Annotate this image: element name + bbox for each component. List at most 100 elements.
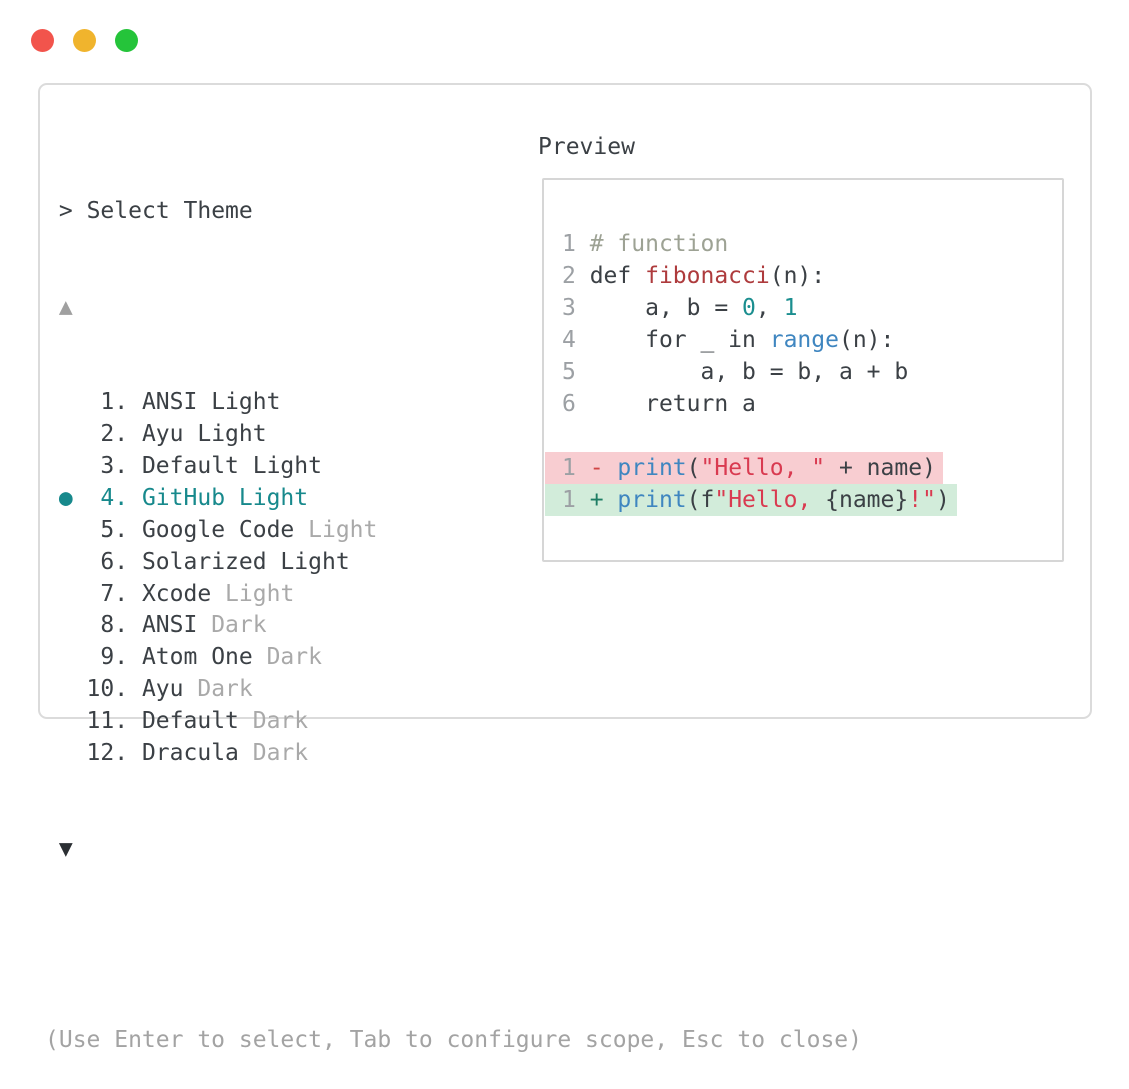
token-func: fibonacci — [645, 263, 770, 289]
theme-variant: Dark — [238, 708, 309, 735]
theme-variant: Light — [183, 421, 267, 448]
theme-name: Xcode — [141, 580, 212, 607]
token-fg: , — [755, 295, 784, 321]
bullet-slot — [45, 421, 73, 447]
item-number: 7. — [72, 580, 142, 607]
theme-variant: Dark — [183, 676, 253, 703]
theme-name: Ayu — [141, 676, 184, 703]
token-blue: print — [617, 455, 687, 481]
theme-list-item[interactable]: 1. ANSI Light — [45, 387, 862, 419]
theme-variant: Light — [225, 484, 309, 511]
token-blue: range — [769, 327, 839, 353]
token-ln: 5 — [562, 359, 590, 385]
item-number: 3. — [72, 453, 142, 479]
bullet-slot — [45, 612, 73, 638]
theme-list-item[interactable]: 7. Xcode Light — [45, 579, 862, 611]
theme-variant: Light — [294, 516, 378, 543]
item-number: 2. — [72, 421, 142, 448]
maximize-button-icon[interactable] — [115, 29, 138, 52]
theme-list-item[interactable]: 8. ANSI Dark — [45, 610, 862, 642]
window-controls — [31, 29, 138, 52]
bullet-slot — [45, 708, 73, 734]
scroll-up-icon[interactable]: ▲ — [58, 293, 73, 320]
token-ln: 3 — [562, 295, 590, 321]
theme-name: ANSI — [141, 612, 198, 639]
token-fg: ( — [686, 455, 701, 481]
token-fg: def — [589, 263, 646, 289]
token-ln: 4 — [562, 327, 590, 353]
item-number: 10. — [72, 676, 142, 703]
token-blue: print — [617, 487, 687, 513]
bullet-slot — [45, 453, 73, 479]
theme-list-item[interactable]: 5. Google Code Light — [45, 515, 862, 547]
theme-name: Default — [141, 453, 239, 479]
token-fg: + name) — [825, 455, 936, 481]
close-button-icon[interactable] — [31, 29, 54, 52]
item-number: 4. — [72, 484, 142, 511]
theme-name: Atom One — [141, 644, 253, 671]
token-ln: 1 — [562, 455, 590, 481]
bullet-slot — [45, 644, 73, 670]
token-fg: (f — [686, 487, 715, 513]
item-number: 9. — [72, 644, 142, 671]
token-num: 0 — [742, 295, 756, 321]
token-ln: 6 — [562, 391, 590, 417]
token-num: 1 — [783, 295, 798, 321]
code-line: 5 a, b = b, a + b — [562, 356, 957, 388]
token-fg: return a — [589, 391, 756, 417]
theme-variant: Dark — [238, 740, 309, 767]
selector-header: > Select Theme — [45, 196, 862, 228]
theme-name: Default — [141, 708, 239, 735]
spacer-row — [45, 929, 862, 961]
token-str: !" — [908, 487, 936, 513]
token-fg: (n): — [838, 327, 895, 353]
code-line: 4 for _ in range(n): — [562, 324, 957, 356]
bullet-slot — [45, 517, 73, 543]
theme-list-item[interactable]: 9. Atom One Dark — [45, 642, 862, 674]
prompt-chevron-icon: > — [58, 197, 73, 224]
token-fg: for _ in — [589, 327, 770, 353]
item-number: 12. — [72, 740, 142, 767]
token-ln: 1 — [562, 231, 590, 257]
token-comment: # function — [589, 231, 729, 257]
theme-list-item[interactable]: 2. Ayu Light — [45, 419, 862, 451]
theme-list-item[interactable]: 12. Dracula Dark — [45, 738, 862, 770]
bullet-slot — [45, 389, 73, 415]
theme-name: Ayu — [141, 421, 184, 448]
code-line — [562, 420, 957, 452]
code-line: 6 return a — [562, 388, 957, 420]
item-number: 1. — [72, 389, 142, 416]
diff-line-add: 1 + print(f"Hello, {name}!") — [545, 484, 957, 516]
token-fg: (n): — [769, 263, 826, 289]
preview-title: Preview — [538, 134, 635, 160]
token-fg: a, b = b, a + b — [589, 359, 909, 385]
bullet-slot — [45, 581, 73, 607]
theme-list-item[interactable]: 3. Default Light — [45, 451, 862, 483]
token-ln: 2 — [562, 263, 590, 289]
theme-list-item[interactable]: 10. Ayu Dark — [45, 674, 862, 706]
token-fg: {name} — [825, 487, 909, 513]
theme-variant: Dark — [252, 644, 322, 671]
minimize-button-icon[interactable] — [73, 29, 96, 52]
scroll-down-icon[interactable]: ▼ — [58, 835, 73, 862]
theme-list-item[interactable]: 11. Default Dark — [45, 706, 862, 738]
theme-name: ANSI — [141, 389, 198, 416]
selector-title: Select Theme — [86, 197, 253, 224]
token-ln: 1 — [562, 487, 590, 513]
theme-name: Dracula — [141, 740, 239, 767]
theme-list-item[interactable]: ● 4. GitHub Light — [45, 483, 862, 515]
item-number: 11. — [72, 708, 142, 735]
selected-bullet-icon: ● — [45, 484, 73, 511]
token-fg: ) — [935, 487, 950, 513]
token-str: "Hello, — [714, 487, 826, 513]
item-number: 5. — [72, 516, 142, 543]
token-add: + — [589, 487, 618, 513]
code-line: 2 def fibonacci(n): — [562, 260, 957, 292]
theme-name: GitHub — [141, 484, 226, 511]
theme-name: Google Code — [141, 516, 295, 543]
token-str: "Hello, " — [700, 455, 826, 481]
theme-name: Solarized — [141, 548, 267, 575]
bullet-slot — [45, 740, 73, 766]
theme-list-item[interactable]: 6. Solarized Light — [45, 547, 862, 579]
